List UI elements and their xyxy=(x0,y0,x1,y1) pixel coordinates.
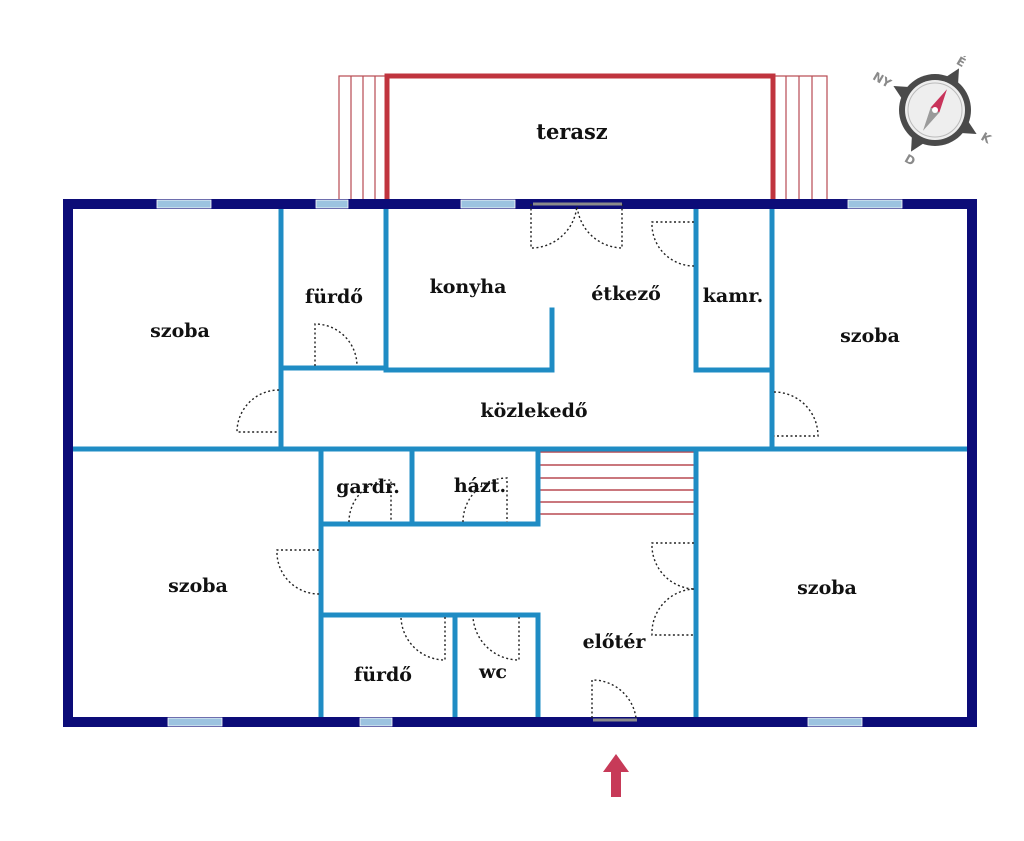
room-label-utility: házt. xyxy=(454,475,506,497)
room-label-bedroom-nw: szoba xyxy=(150,320,210,342)
room-label-bedroom-ne: szoba xyxy=(840,325,900,347)
terrace-stairs-right xyxy=(772,75,828,201)
room-label-wc: wc xyxy=(478,661,507,683)
door-thresholds xyxy=(533,202,637,722)
inner-walls xyxy=(69,203,971,721)
room-label-kitchen: konyha xyxy=(430,276,507,298)
room-label-dining: étkező xyxy=(591,283,661,305)
room-label-bathroom-lower: fürdő xyxy=(354,664,412,686)
windows xyxy=(156,199,903,727)
room-label-hallway: közlekedő xyxy=(480,400,587,422)
compass-east-label: K xyxy=(978,130,994,147)
terrace xyxy=(384,73,776,202)
doors xyxy=(236,203,819,719)
compass-south-label: D xyxy=(902,151,918,168)
room-label-bathroom-upper: fürdő xyxy=(305,286,363,308)
room-label-entry-hall: előtér xyxy=(583,631,647,653)
interior-stairs xyxy=(538,451,694,515)
compass-icon xyxy=(893,68,977,152)
room-label-pantry: kamr. xyxy=(703,285,763,307)
room-label-terrace: terasz xyxy=(536,119,608,144)
room-label-wardrobe: gardr. xyxy=(336,476,400,498)
room-label-bedroom-se: szoba xyxy=(797,577,857,599)
room-label-bedroom-sw: szoba xyxy=(168,575,228,597)
terrace-stairs-left xyxy=(338,75,388,201)
compass-west-label: NY xyxy=(870,69,893,91)
entrance-arrow-icon xyxy=(603,754,629,797)
compass-north-label: É xyxy=(954,53,969,70)
outer-walls xyxy=(63,199,977,727)
